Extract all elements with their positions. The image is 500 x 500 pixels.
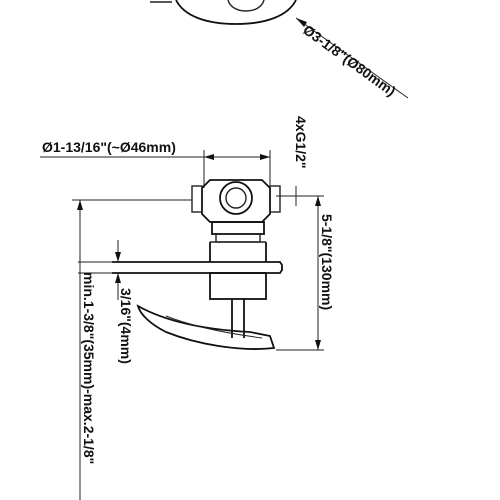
height-dimension xyxy=(276,195,324,351)
plate-thickness-label: 3/16"(4mm) xyxy=(118,288,134,364)
wall-range-label: min.1-3/8"(35mm)-max.2-1/8" xyxy=(81,272,97,464)
ports-label: 4xG1/2" xyxy=(293,116,309,169)
body-diameter-label: Ø1-13/16"(~Ø46mm) xyxy=(42,139,176,155)
wall-range-dimension xyxy=(72,199,192,500)
wall-plate xyxy=(78,261,283,274)
lever-handle xyxy=(136,304,276,350)
plate-diameter-leader xyxy=(295,17,409,99)
valve-body xyxy=(191,179,281,243)
plate-diameter-label: Ø3-1/8"(Ø80mm) xyxy=(300,21,398,99)
plate-thickness-dimension xyxy=(115,240,121,300)
top-view-plate xyxy=(150,0,297,25)
sleeve-shaft xyxy=(209,272,267,338)
body-diameter-dimension xyxy=(40,150,271,188)
height-label: 5-1/8"(130mm) xyxy=(319,214,335,310)
cartridge-cylinder xyxy=(209,241,267,262)
